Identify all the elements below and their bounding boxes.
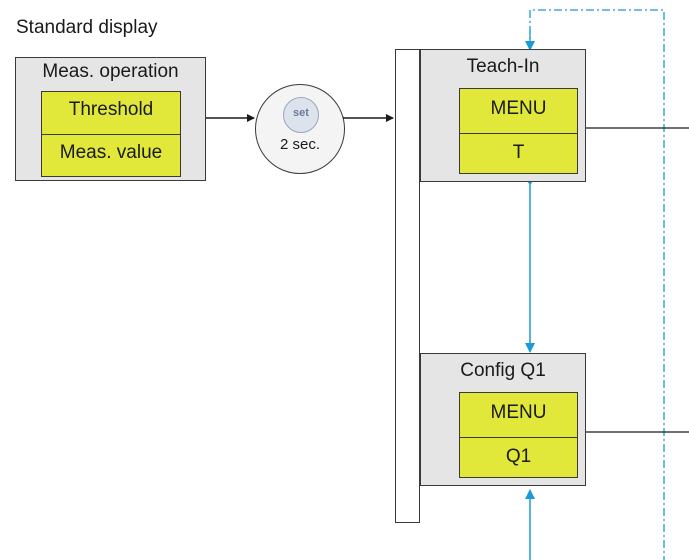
box-divider (42, 134, 180, 135)
hold-duration-label: 2 sec. (279, 136, 321, 153)
threshold-label: Threshold (68, 99, 154, 120)
config-q1-display-box: MENU Q1 (459, 392, 578, 478)
menu-level-bar (395, 49, 420, 523)
standard-display-heading: Standard display (16, 17, 158, 38)
meas-value-label: Meas. value (59, 142, 163, 163)
config-q1-title: Config Q1 (460, 360, 546, 381)
set-button[interactable]: set 2 sec. (255, 84, 345, 174)
box-divider (460, 133, 577, 134)
standard-display-panel: Meas. operation Threshold Meas. value (15, 57, 206, 181)
config-q1-menu-label: MENU (490, 402, 547, 423)
config-q1-mode-label: Q1 (505, 446, 532, 467)
set-key-icon: set (283, 97, 319, 133)
teach-in-display-box: MENU T (459, 88, 578, 174)
teach-in-panel: Teach-In MENU T (420, 49, 586, 182)
teach-in-menu-label: MENU (490, 98, 547, 119)
box-divider (460, 437, 577, 438)
set-key-label: set (293, 107, 309, 119)
config-q1-panel: Config Q1 MENU Q1 (420, 353, 586, 486)
standard-display-box: Threshold Meas. value (41, 91, 181, 177)
standard-panel-title: Meas. operation (42, 61, 179, 82)
teach-in-mode-label: T (512, 142, 525, 163)
teach-in-title: Teach-In (466, 56, 540, 77)
